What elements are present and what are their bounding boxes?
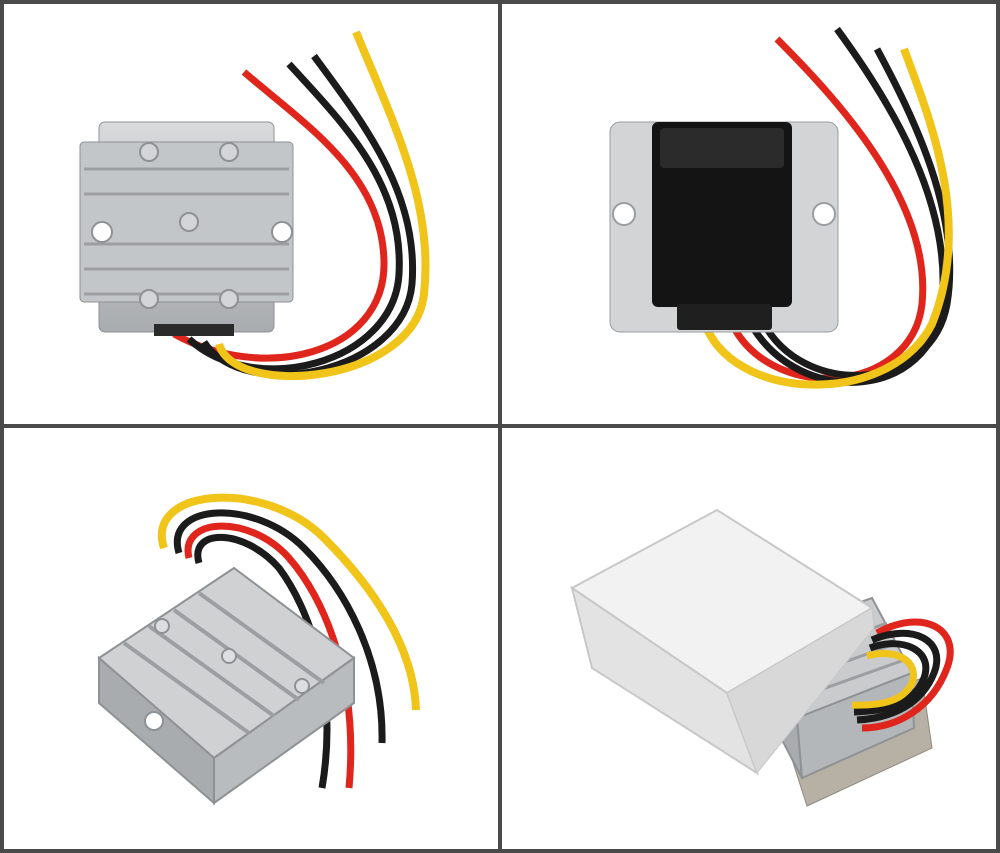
converter-packaged-view-illustration (570, 508, 954, 807)
photo-bottom-view (502, 4, 996, 424)
converter-top-view-illustration (79, 30, 430, 381)
divider-horizontal (0, 424, 1000, 428)
photo-angled-view (4, 428, 498, 849)
converter-bottom-view-illustration (609, 26, 954, 389)
photo-top-view (4, 4, 498, 424)
converter-angled-view-illustration (97, 493, 420, 806)
photo-packaged-view (502, 428, 996, 849)
